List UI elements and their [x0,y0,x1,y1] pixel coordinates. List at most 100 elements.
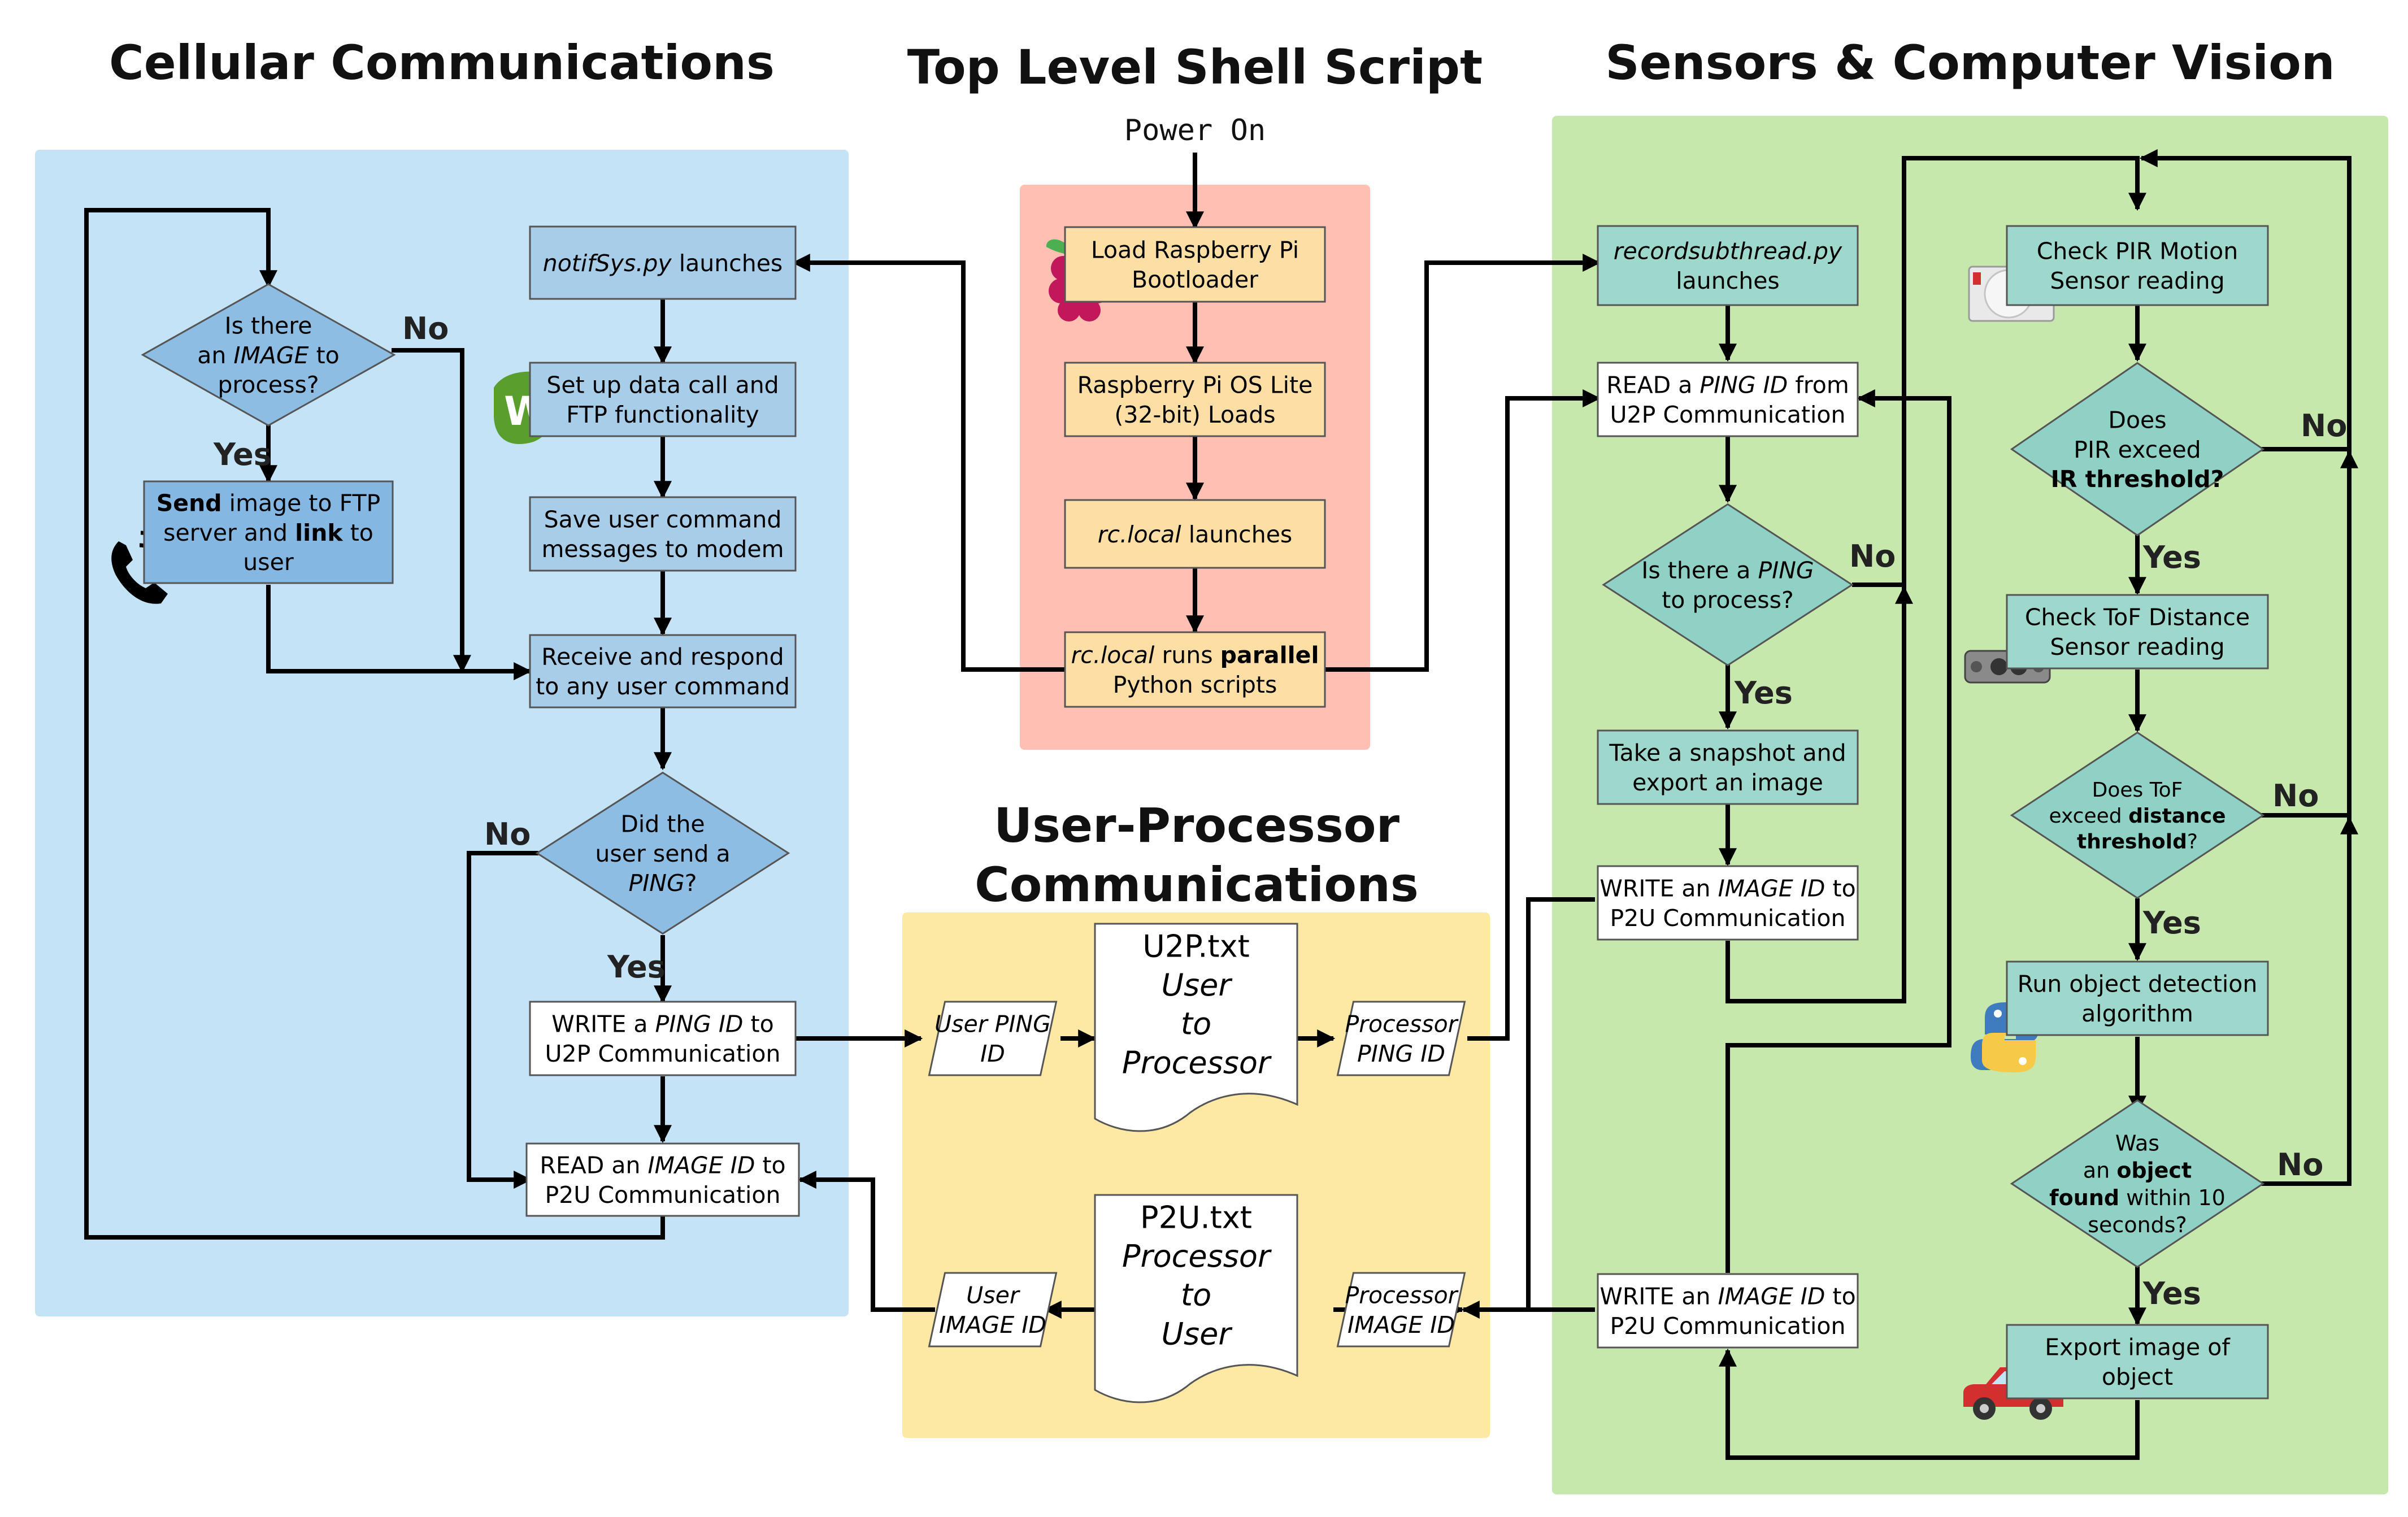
os-loads-box-label: Raspberry Pi OS Lite(32-bit) Loads [1077,372,1313,428]
u2p-file-document-shape [1094,923,1298,1132]
shell-heading: Top Level Shell Script [907,40,1483,95]
cellular-heading: Cellular Communications [109,35,775,90]
power-on-label: Power On [1124,114,1266,147]
read-image-box-shape [525,1142,800,1217]
user-image-id-io-shape [928,1272,1058,1348]
write-ping-box-shape [529,1001,797,1076]
rc-local-launch-box-label: rc.local launches [1098,521,1293,548]
no-label: No [2277,1147,2323,1183]
user-ping-diamond-shape [535,771,790,935]
save-messages-box-shape [529,496,797,572]
yes-label: Yes [213,437,272,472]
pir-threshold-diamond-shape [2010,362,2265,537]
upc-heading-line2: Communications [975,857,1419,912]
processor-ping-id-io-shape [1336,1001,1466,1076]
p2u-file-document-shape [1094,1194,1298,1403]
write-image-box-shape [1597,865,1859,941]
ping-check-diamond-shape [1602,503,1854,667]
rc-local-parallel-box-shape [1064,631,1326,708]
user-ping-id-io-shape [928,1001,1058,1076]
object-found-diamond-shape [2010,1099,2265,1268]
yes-label: Yes [607,949,666,985]
bootloader-box-shape [1064,226,1326,303]
yes-label: Yes [1734,675,1793,711]
write-image-box-shape [1597,1273,1859,1349]
check-tof-box-shape [2006,594,2269,670]
rc-local-launch-box-shape [1064,499,1326,569]
no-label: No [2272,778,2319,814]
receive-respond-box-shape [529,634,797,708]
notifsys-launch-box-label: notifSys.py launches [543,250,783,277]
notifsys-launch-box: notifSys.py launches [529,225,797,300]
check-pir-box-shape [2006,225,2269,306]
rc-local-launch-box: rc.local launches [1064,499,1326,569]
yes-label: Yes [2142,1276,2201,1311]
branch-labels: Yes No No Yes No Yes No Yes No Yes No Ye… [213,311,2347,1311]
no-label: No [402,311,449,346]
no-label: No [484,816,531,852]
sensors-heading: Sensors & Computer Vision [1605,35,2335,90]
upc-heading-line1: User-Processor [994,798,1400,853]
os-loads-box-shape [1064,362,1326,437]
no-label: No [2301,408,2347,444]
read-ping-box-shape [1597,362,1859,437]
setup-data-call-box-shape [529,362,797,437]
object-detection-box-shape [2006,960,2269,1036]
os-loads-box: Raspberry Pi OS Lite(32-bit) Loads [1064,362,1326,437]
export-object-box-shape [2006,1324,2269,1399]
send-image-box-shape [143,480,394,584]
